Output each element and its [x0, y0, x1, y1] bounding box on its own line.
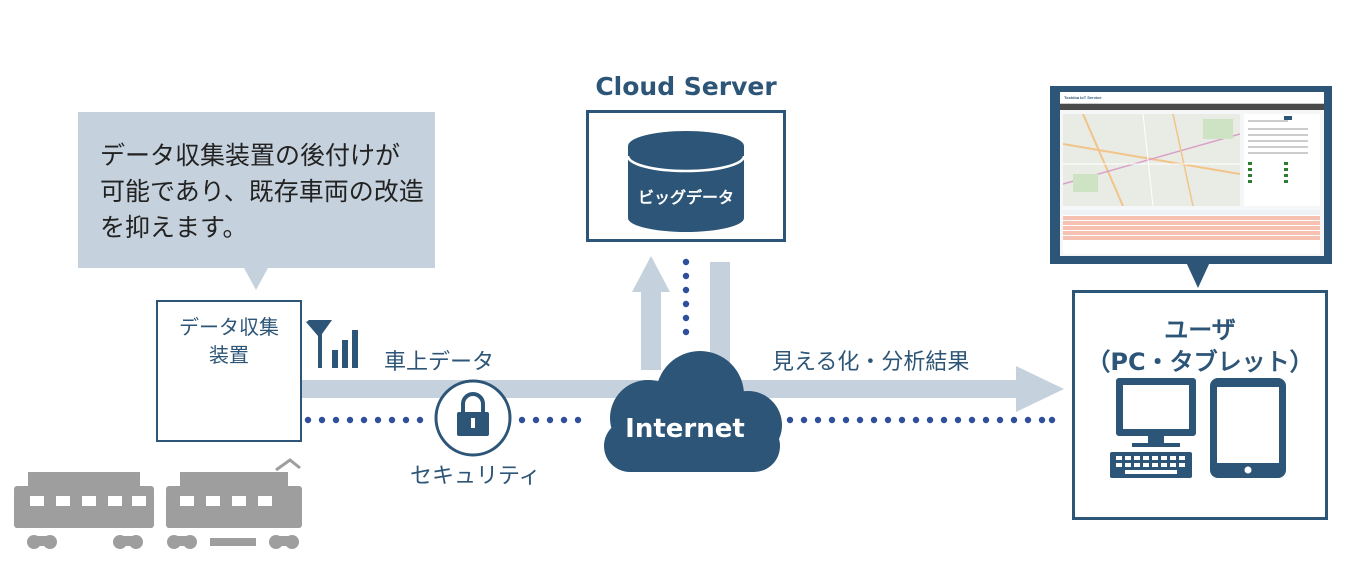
dashboard-header: Toshiba IoT Service	[1060, 92, 1324, 104]
onboard-data-label: 車上データ	[384, 350, 495, 375]
table-row	[1063, 216, 1320, 220]
table-row	[1063, 226, 1320, 230]
dashboard-side-panel	[1244, 114, 1320, 206]
dashboard-screenshot: Toshiba IoT Service	[1060, 92, 1324, 256]
big-data-label: ビッグデータ	[637, 188, 734, 207]
dashboard-map	[1063, 114, 1240, 206]
table-row	[1063, 221, 1320, 225]
internet-cloud-icon	[604, 351, 782, 472]
cloud-server-title: Cloud Server	[595, 72, 777, 101]
table-row	[1063, 236, 1320, 240]
cloud-server-box	[586, 110, 786, 242]
internet-label: Internet	[625, 414, 745, 444]
secure-dotted-line-vertical	[682, 258, 690, 336]
dashboard-subbar	[1060, 104, 1324, 110]
data-collection-device-box	[156, 300, 302, 442]
callout-bubble	[78, 112, 435, 268]
user-title: ユーザ （PC・タブレット）	[1086, 316, 1314, 376]
upload-arrow-head	[632, 256, 670, 292]
visualization-label: 見える化・分析結果	[772, 350, 970, 375]
screen-bubble-tail	[1186, 262, 1210, 288]
train-icon-right	[166, 458, 302, 549]
callout-text: データ収集装置の後付けが 可能であり、既存車両の改造 を抑えます。	[100, 141, 424, 242]
security-label: セキュリティ	[410, 464, 541, 489]
data-flow-arrowhead	[1016, 366, 1064, 412]
secure-dotted-line-right	[786, 416, 1056, 424]
device-label: データ収集 装置	[179, 315, 279, 367]
download-bar	[710, 262, 730, 370]
lock-icon	[457, 392, 489, 436]
train-icon-left	[14, 472, 154, 549]
secure-dotted-line-left	[304, 416, 582, 424]
table-row	[1063, 231, 1320, 235]
upload-arrow-shaft	[641, 290, 661, 370]
antenna-signal-icon	[306, 320, 358, 368]
dashboard-table	[1063, 210, 1320, 254]
